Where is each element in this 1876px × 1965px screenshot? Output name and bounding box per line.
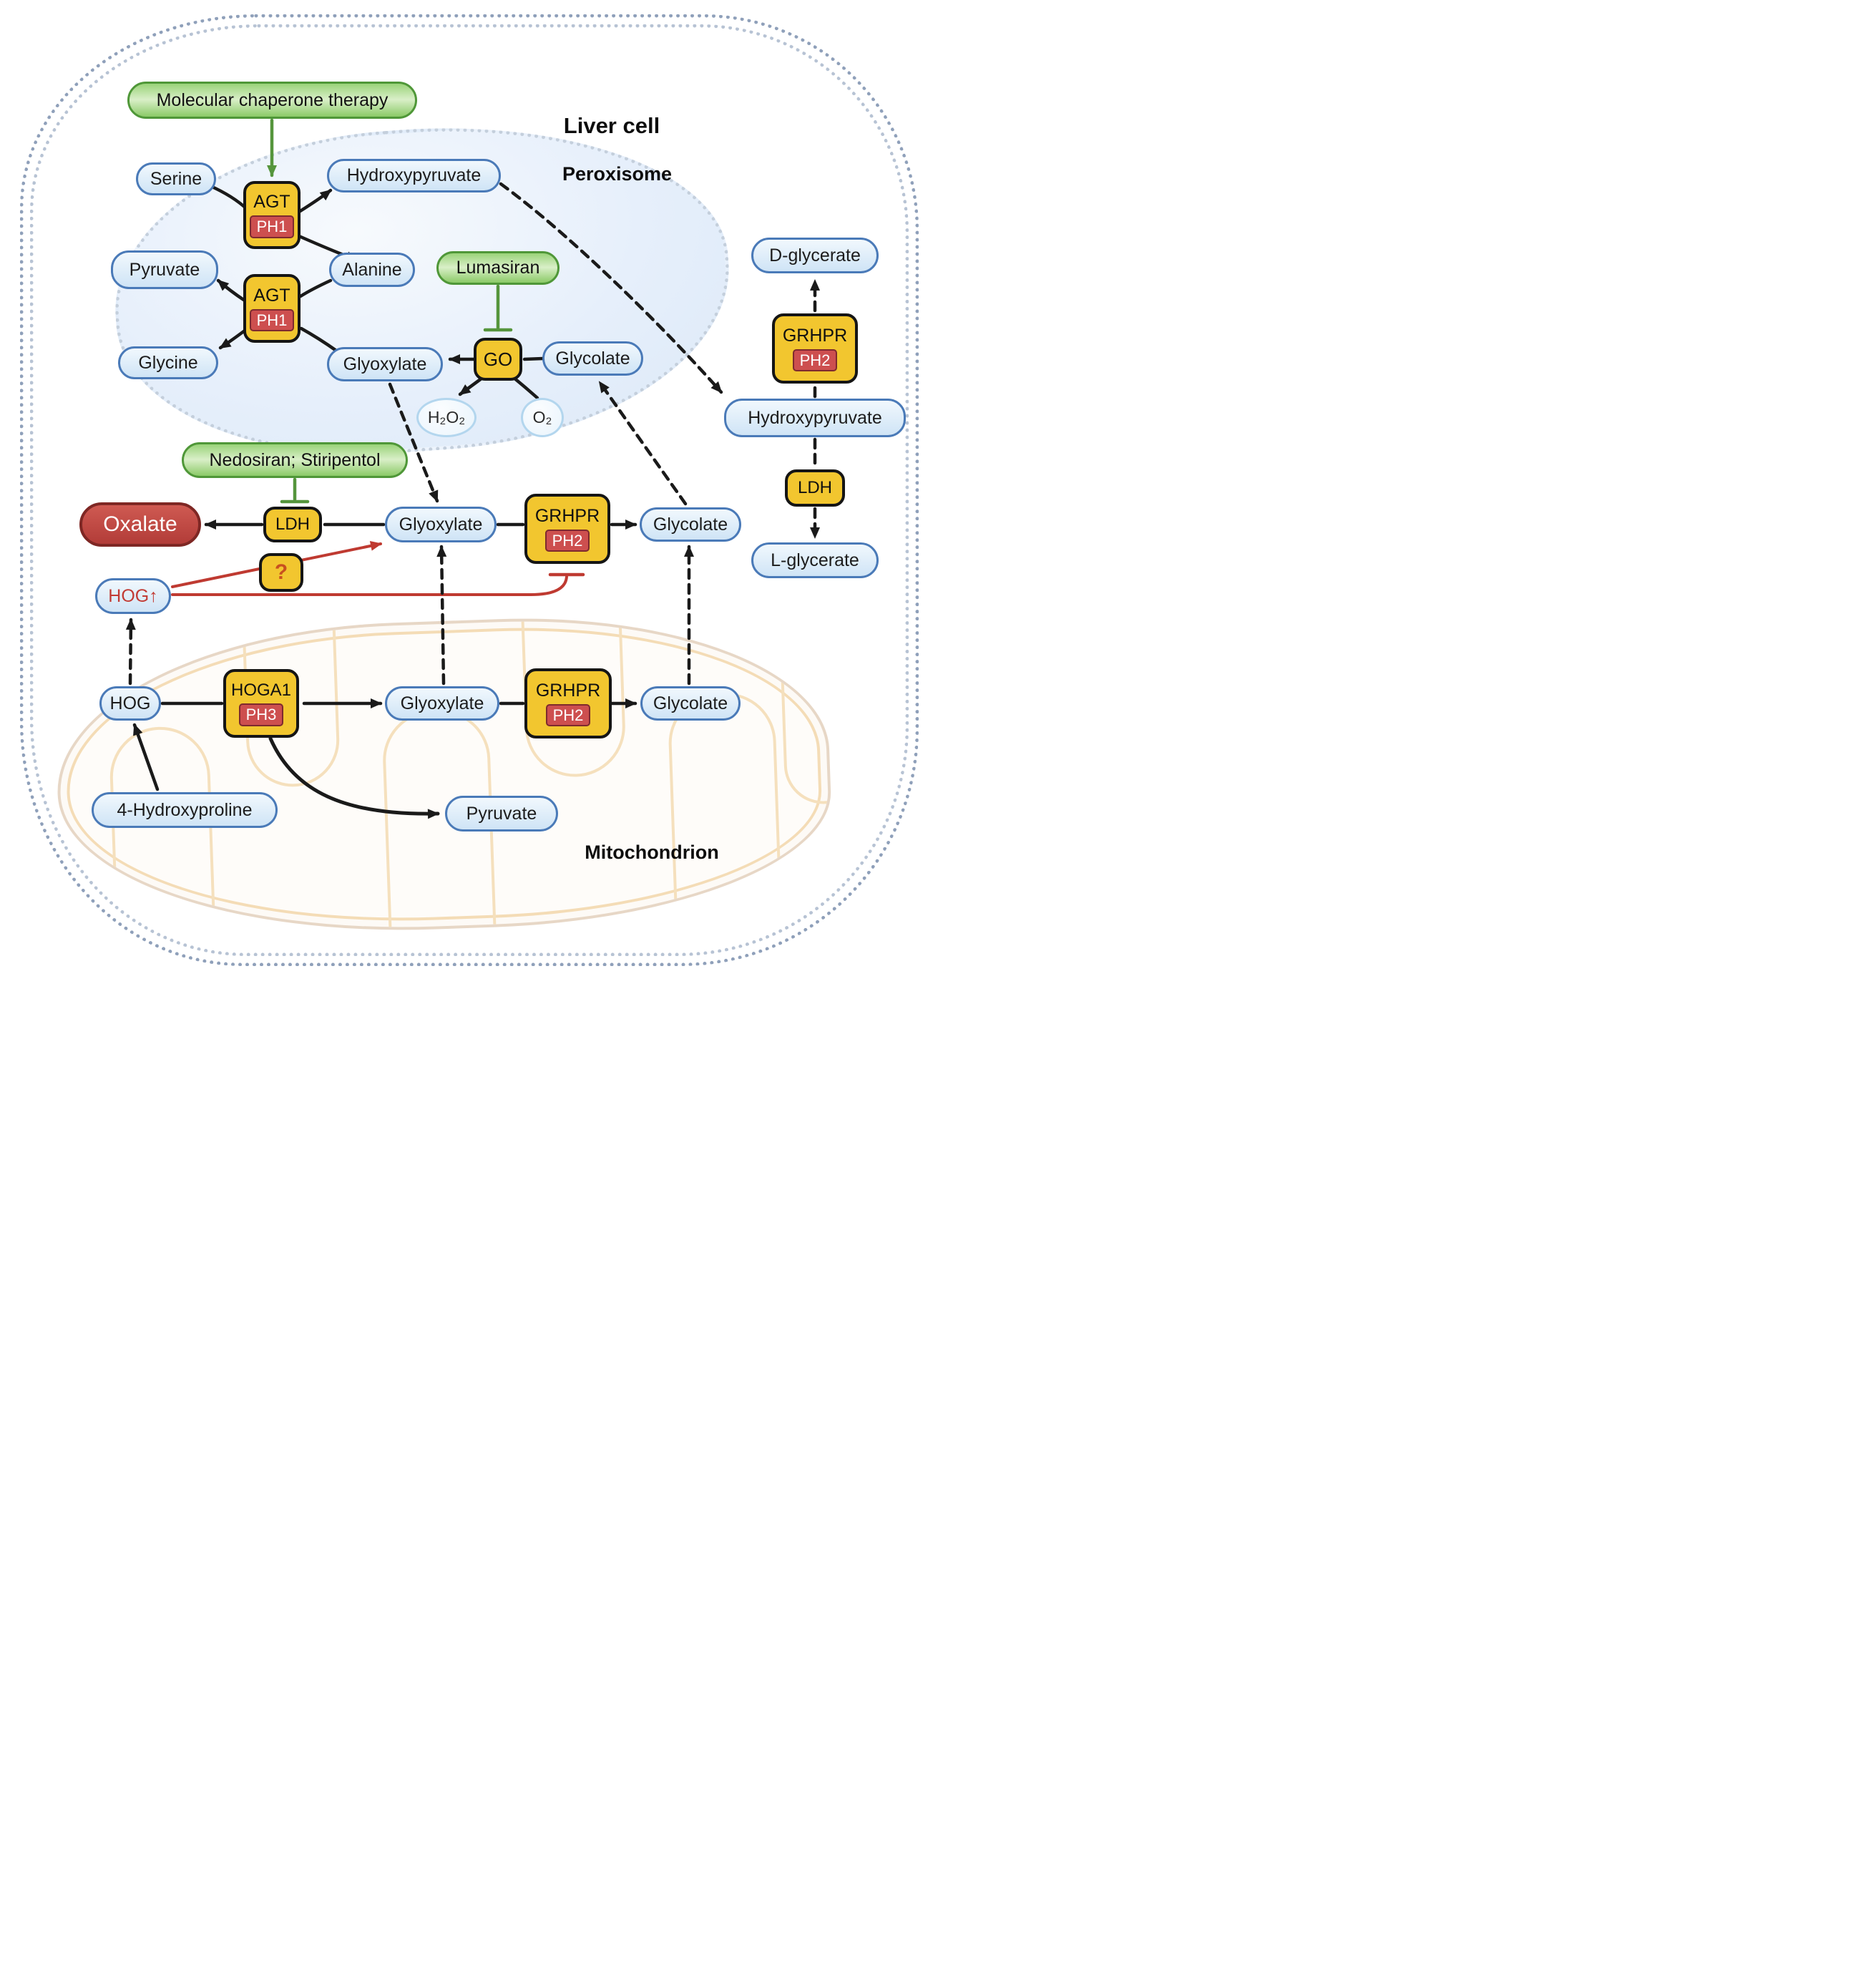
glyoxylate-peroxisome-pill: Glyoxylate — [327, 347, 443, 381]
agt-enzyme-box-2: AGT PH1 — [243, 274, 301, 343]
l-glycerate-pill: L-glycerate — [751, 542, 879, 578]
lumasiran-pill: Lumasiran — [436, 251, 560, 285]
agt-enzyme-box-1: AGT PH1 — [243, 181, 301, 249]
ph2-badge: PH2 — [545, 703, 591, 727]
grhpr-enzyme-box-mito: GRHPR PH2 — [524, 668, 612, 738]
hydroxypyruvate-peroxisome-pill: Hydroxypyruvate — [327, 159, 501, 192]
mitochondrion-label: Mitochondrion — [585, 842, 719, 863]
ph2-badge: PH2 — [544, 529, 590, 552]
hydroxypyruvate-cytosol-pill: Hydroxypyruvate — [724, 399, 906, 437]
pyruvate-mito-pill: Pyruvate — [445, 796, 558, 832]
ldh-label: LDH — [275, 515, 310, 534]
glycolate-peroxisome-pill: Glycolate — [542, 341, 643, 376]
liver-cell-label: Liver cell — [563, 113, 660, 138]
chaperone-therapy-pill: Molecular chaperone therapy — [127, 82, 417, 119]
crista-shape — [108, 725, 218, 942]
glycolate-cytosol-pill: Glycolate — [640, 507, 741, 542]
grhpr-label: GRHPR — [534, 505, 600, 526]
ph1-badge: PH1 — [249, 215, 295, 238]
ph3-badge: PH3 — [238, 703, 284, 726]
pyruvate-peroxisome-pill: Pyruvate — [111, 250, 218, 289]
nedosiran-stiripentol-pill: Nedosiran; Stiripentol — [182, 442, 408, 478]
go-enzyme-box: GO — [474, 338, 522, 381]
hydroxyproline-pill: 4-Hydroxyproline — [92, 792, 278, 828]
alanine-pill: Alanine — [329, 253, 415, 287]
ph2-badge: PH2 — [792, 348, 838, 372]
hoga1-enzyme-box: HOGA1 PH3 — [223, 669, 299, 738]
pathway-diagram: Liver cell Peroxisome Mitochondrion Mole… — [0, 0, 938, 982]
liver-cell-membrane-inner — [30, 24, 909, 956]
oxalate-pill: Oxalate — [79, 502, 201, 547]
crista-shape — [667, 691, 785, 942]
ldh-enzyme-box-right: LDH — [785, 469, 845, 507]
h2o2-circle: H₂O₂ — [416, 398, 477, 437]
glyoxylate-cytosol-pill: Glyoxylate — [385, 507, 497, 542]
hog-pill: HOG — [99, 686, 161, 721]
hog-elevated-pill: HOG↑ — [95, 578, 171, 614]
ldh-label: LDH — [797, 478, 832, 497]
unknown-enzyme-box: ? — [259, 553, 303, 592]
d-glycerate-pill: D-glycerate — [751, 238, 879, 273]
grhpr-label: GRHPR — [782, 325, 848, 346]
glycine-pill: Glycine — [118, 346, 218, 379]
glyoxylate-mito-pill: Glyoxylate — [385, 686, 499, 721]
agt-label: AGT — [253, 285, 290, 306]
serine-pill: Serine — [136, 162, 216, 195]
hoga1-label: HOGA1 — [230, 681, 292, 701]
question-mark-label: ? — [274, 560, 288, 584]
grhpr-enzyme-box-cytosol: GRHPR PH2 — [524, 494, 610, 564]
glycolate-mito-pill: Glycolate — [640, 686, 741, 721]
o2-circle: O₂ — [521, 398, 564, 437]
grhpr-enzyme-box-right: GRHPR PH2 — [772, 313, 858, 384]
ldh-enzyme-box-cytosol: LDH — [263, 507, 322, 542]
agt-label: AGT — [253, 192, 290, 213]
peroxisome-label: Peroxisome — [562, 163, 673, 185]
ph1-badge: PH1 — [249, 308, 295, 332]
grhpr-label: GRHPR — [535, 680, 601, 701]
go-label: GO — [483, 348, 513, 370]
